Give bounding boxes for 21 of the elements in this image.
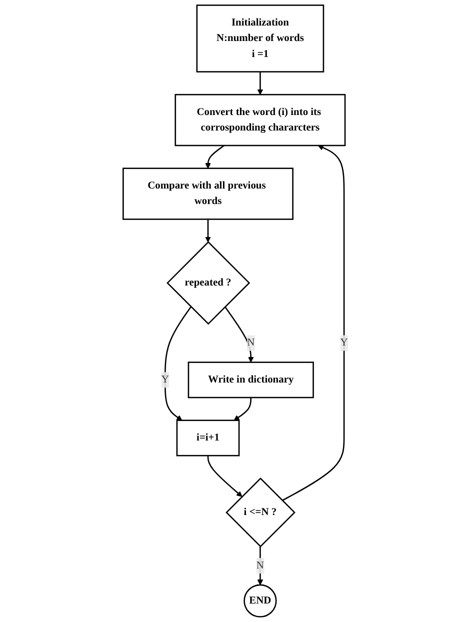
- arrow: [224, 306, 254, 363]
- edge-label: Y: [161, 374, 169, 386]
- edge-label: Y: [340, 337, 348, 348]
- edge-label: N: [256, 560, 264, 571]
- arrow: [207, 456, 242, 497]
- node-diamond: repeated ?: [166, 241, 250, 325]
- node-box: Initialization N:number of words i =1: [196, 4, 324, 72]
- arrow: [164, 306, 192, 421]
- arrow: [205, 219, 211, 242]
- node-box: Write in dictionary: [188, 362, 314, 398]
- arrow: [282, 144, 345, 502]
- node-box: Convert the word (i) into its corrosponding chararcters: [174, 94, 346, 146]
- node-diamond: i <=N ?: [226, 478, 296, 548]
- node-box: Compare with all previous words: [122, 168, 294, 220]
- arrow: [257, 72, 264, 95]
- arrow: [257, 546, 264, 586]
- edge-label: N: [247, 337, 255, 348]
- node-box: i=i+1: [176, 420, 240, 456]
- arrow: [205, 144, 225, 169]
- arrow: [234, 398, 252, 421]
- node-circle: END: [244, 584, 277, 618]
